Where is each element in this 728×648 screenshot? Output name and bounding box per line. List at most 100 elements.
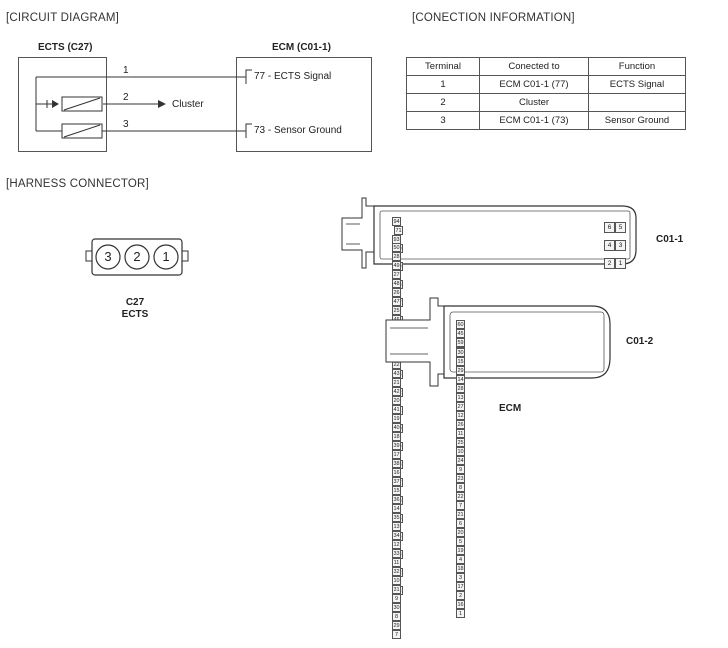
connector-pin: 50 [392, 243, 401, 252]
connector-pin: 45 [456, 329, 465, 338]
harness-connector-heading: [HARNESS CONNECTOR] [6, 178, 149, 190]
header-function: Function [588, 57, 686, 76]
circuit-wiring [35, 69, 252, 139]
cluster-label: Cluster [172, 99, 204, 110]
connector-pin: 7 [456, 501, 465, 510]
connector-pin: 10 [456, 447, 465, 456]
ects-title: ECTS (C27) [38, 42, 93, 53]
connector-pin: 12 [392, 540, 401, 549]
connector-pin: 30 [456, 348, 465, 357]
connector-pin: 27 [456, 402, 465, 411]
ecm-pin-73-label: 73 - Sensor Ground [254, 125, 342, 136]
connection-table: Terminal Conected to Function 1 ECM C01-… [406, 57, 686, 130]
c27-pin-2: 2 [133, 249, 141, 264]
cell-terminal: 3 [406, 111, 480, 130]
connector-pin: 47 [392, 297, 401, 306]
connection-info-heading: [CONECTION INFORMATION] [412, 12, 575, 24]
connector-pin: 5 [456, 537, 465, 546]
connector-pin: 15 [392, 486, 401, 495]
connector-pin: 26 [392, 288, 401, 297]
header-terminal: Terminal [406, 57, 480, 76]
connector-pin: 6 [456, 519, 465, 528]
connector-pin: 6 [604, 222, 615, 233]
c01-2-connector-shape [385, 297, 611, 387]
wire-pin-2-label: 2 [123, 92, 129, 103]
wire-pin-3-label: 3 [123, 119, 129, 130]
table-row: 1 ECM C01-1 (77) ECTS Signal [406, 75, 686, 94]
connector-pin: 12 [456, 411, 465, 420]
connector-pin: 14 [392, 504, 401, 513]
c01-2-label: C01-2 [626, 336, 654, 347]
connector-pin: 60 [456, 320, 465, 329]
connector-pin: 8 [456, 483, 465, 492]
table-header-row: Terminal Conected to Function [406, 57, 686, 76]
connector-pin: 3 [615, 240, 626, 251]
connector-pin: 5 [615, 222, 626, 233]
connector-pin: 19 [392, 414, 401, 423]
connector-pin: 4 [456, 555, 465, 564]
connector-pin: 49 [392, 261, 401, 270]
connector-pin: 20 [392, 396, 401, 405]
cell-connected-to: Cluster [479, 93, 589, 112]
table-row: 3 ECM C01-1 (73) Sensor Ground [406, 111, 686, 130]
connector-pin: 21 [392, 378, 401, 387]
table-row: 2 Cluster [406, 93, 686, 112]
c27-label: C27 [125, 297, 145, 308]
cell-terminal: 1 [406, 75, 480, 94]
connector-pin: 41 [392, 405, 401, 414]
connector-pin: 29 [456, 366, 465, 375]
connector-pin: 18 [392, 432, 401, 441]
connector-pin: 42 [392, 387, 401, 396]
cell-function: Sensor Ground [588, 111, 686, 130]
circuit-diagram-heading: [CIRCUIT DIAGRAM] [6, 12, 120, 24]
ecm-label: ECM [499, 403, 522, 414]
connector-pin: 4 [604, 240, 615, 251]
connector-pin: 14 [456, 375, 465, 384]
connector-pin: 9 [456, 465, 465, 474]
header-connected-to: Conected to [479, 57, 589, 76]
connector-pin: 94 [392, 217, 401, 226]
connector-pin: 2 [456, 591, 465, 600]
cell-function: ECTS Signal [588, 75, 686, 94]
connector-pin: 1 [456, 609, 465, 618]
connector-pin: 59 [456, 338, 465, 347]
connector-pin: 1 [615, 258, 626, 269]
connector-pin: 71 [394, 226, 403, 235]
ecm-box [236, 57, 372, 152]
wire-pin-1-label: 1 [123, 65, 129, 76]
connector-pin: 28 [456, 384, 465, 393]
c01-2-pin-row-4: 151413121110987654321 [456, 357, 465, 627]
connector-pin: 7 [392, 630, 401, 639]
connector-pin: 13 [456, 393, 465, 402]
connector-pin: 2 [604, 258, 615, 269]
cell-terminal: 2 [406, 93, 480, 112]
c27-pin-3: 3 [104, 249, 112, 264]
connector-pin: 27 [392, 270, 401, 279]
c27-connector-shape [85, 238, 189, 276]
cell-function [588, 93, 686, 112]
connector-pin: 11 [392, 558, 401, 567]
ects-label: ECTS [121, 309, 149, 320]
connector-pin: 48 [392, 279, 401, 288]
connector-pin: 13 [392, 522, 401, 531]
connector-pin: 25 [392, 306, 401, 315]
c01-1-connector-shape [341, 197, 637, 269]
connector-pin: 11 [456, 429, 465, 438]
c27-pin-1: 1 [162, 249, 170, 264]
connector-pin: 16 [392, 468, 401, 477]
connector-pin: 8 [392, 612, 401, 621]
connector-pin: 17 [392, 450, 401, 459]
connector-pin: 9 [392, 594, 401, 603]
connector-pin: 15 [456, 357, 465, 366]
connector-pin: 43 [392, 369, 401, 378]
ecm-title: ECM (C01-1) [272, 42, 331, 53]
cell-connected-to: ECM C01-1 (77) [479, 75, 589, 94]
ecm-pin-77-label: 77 - ECTS Signal [254, 71, 332, 82]
connector-pin: 28 [392, 252, 401, 261]
c01-1-label: C01-1 [656, 234, 684, 245]
connector-pin: 10 [392, 576, 401, 585]
